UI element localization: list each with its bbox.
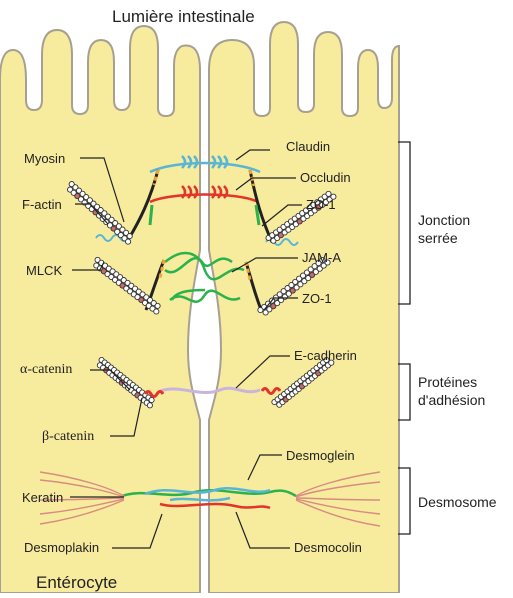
page-title: Lumière intestinale (112, 8, 255, 25)
actin-bead (149, 397, 154, 402)
label-mlck: MLCK (26, 264, 62, 277)
actin-bead (126, 239, 131, 244)
label-claudin: Claudin (286, 140, 330, 153)
group-label-adhesion: Protéines d'adhésion (418, 374, 485, 409)
left-enterocyte-cell (0, 26, 200, 593)
actin-bead (127, 234, 132, 239)
label-zo1-top: ZO-1 (306, 198, 336, 211)
label-beta-catenin: β-catenin (42, 430, 94, 444)
actin-bead (154, 309, 159, 314)
group-label-tight-junction: Jonction serrée (418, 212, 470, 247)
label-keratin: Keratin (22, 491, 63, 504)
actin-bead (155, 303, 160, 308)
label-f-actin: F-actin (22, 198, 62, 211)
group-label-desmosome: Desmosome (418, 494, 497, 512)
actin-bead (147, 403, 152, 408)
label-desmoglein: Desmoglein (286, 449, 355, 462)
label-occludin: Occludin (300, 171, 351, 184)
label-zo1-bottom: ZO-1 (302, 292, 332, 305)
label-jam-a: JAM-A (302, 251, 341, 264)
label-e-cadherin: E-cadherin (294, 349, 357, 362)
label-desmoplakin: Desmoplakin (24, 541, 99, 554)
label-myosin: Myosin (24, 152, 65, 165)
label-desmocolin: Desmocolin (294, 541, 362, 554)
footer-label: Entérocyte (36, 574, 117, 591)
label-alpha-catenin: α-catenin (20, 363, 72, 377)
actin-bead (326, 191, 331, 196)
